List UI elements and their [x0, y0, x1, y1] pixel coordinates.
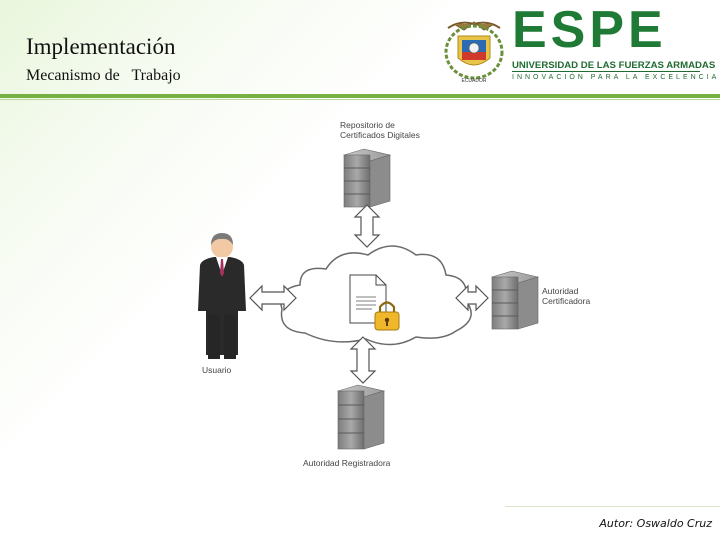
arrow-user-cloud — [249, 284, 297, 312]
header-rule-thin — [0, 99, 720, 100]
repository-server-icon — [342, 148, 392, 208]
label-user: Usuario — [202, 365, 232, 375]
label-ra: Autoridad Registradora — [303, 458, 391, 468]
user-person-icon — [198, 233, 246, 359]
lock-icon — [374, 301, 400, 331]
arrow-repository-cloud — [353, 204, 381, 248]
svg-text:ECUADOR: ECUADOR — [461, 78, 486, 84]
header-rule — [0, 94, 720, 98]
university-seal-icon: ECUADOR — [444, 21, 504, 84]
logo-tagline: INNOVACIÓN PARA LA EXCELENCIA — [512, 74, 720, 81]
label-repository: Repositorio de Certificados Digitales — [340, 120, 420, 140]
ca-server-icon — [490, 270, 540, 330]
label-ca: Autoridad Certificadora — [542, 286, 591, 306]
page-subtitle: Mecanismo de Trabajo — [26, 67, 181, 84]
author-credit: Autor: Oswaldo Cruz — [599, 517, 712, 530]
footer-rule — [505, 506, 720, 507]
page-title: Implementación — [26, 34, 176, 59]
pki-diagram — [198, 148, 540, 450]
certificate-document-icon — [349, 274, 387, 324]
arrow-cloud-ca — [455, 284, 489, 312]
logo-university-name: UNIVERSIDAD DE LAS FUERZAS ARMADAS — [512, 60, 716, 71]
ra-server-icon — [336, 384, 386, 450]
logo-divider — [512, 71, 700, 72]
logo-wordmark: ESPE — [512, 1, 667, 59]
arrow-cloud-ra — [349, 336, 377, 384]
